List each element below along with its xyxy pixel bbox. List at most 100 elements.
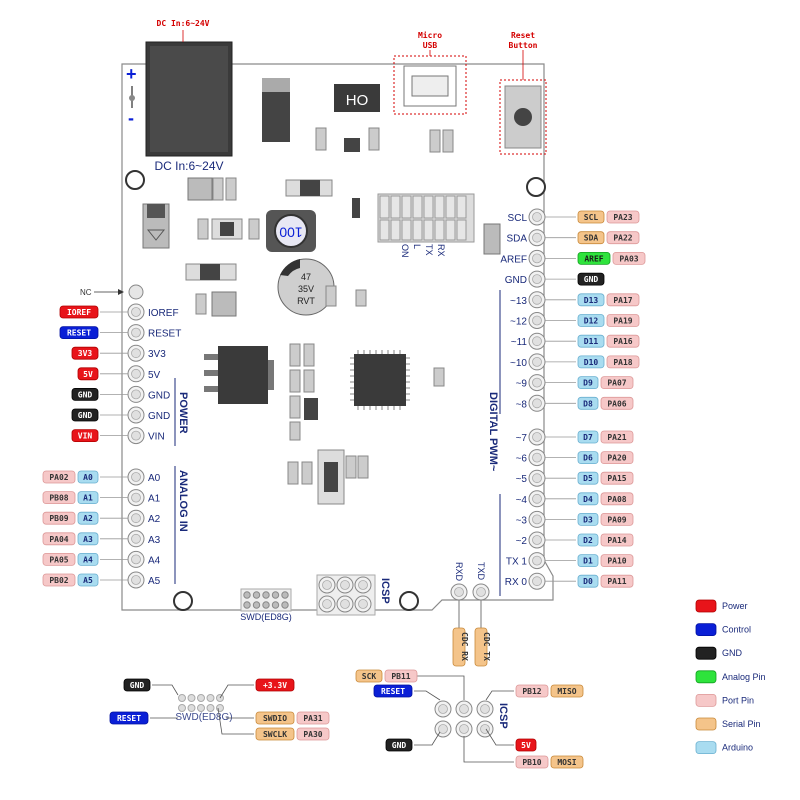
legend-label: GND (722, 648, 743, 658)
pin-tag-label: A1 (83, 494, 93, 503)
swd-detail-pin (178, 704, 186, 712)
legend-swatch (695, 599, 717, 613)
pin-tag-label: +3.3V (263, 681, 287, 690)
pin-tag-control: RESET (109, 711, 149, 725)
dc-in-callout: DC In:6~24V (157, 19, 210, 28)
board-pin-label: ~4 (516, 495, 528, 506)
pin-tag-port: PA15 (600, 471, 634, 485)
header-pin-hole (532, 212, 542, 222)
pin-tag-label: PA08 (607, 495, 626, 504)
header-pin-hole (532, 452, 542, 463)
pin-tag-label: SCL (584, 213, 599, 222)
pin-tag-arduino: D8 (577, 396, 599, 410)
header-pin-hole (532, 274, 542, 285)
pin-tag-port: PA31 (296, 711, 330, 725)
header-pin-hole (532, 535, 542, 545)
board-pin-label: SDA (506, 234, 527, 245)
header-pin-hole (131, 492, 141, 503)
swd-detail-pin (216, 704, 224, 712)
legend-label: Power (722, 601, 748, 611)
header-pin-hole (454, 587, 464, 597)
pin-tag-serial: MOSI (550, 755, 584, 769)
pin-tag-label: RESET (117, 714, 141, 723)
header-pin-hole (131, 533, 141, 544)
pin-tag-label: A3 (83, 535, 93, 544)
swd-detail-pin (187, 704, 196, 712)
pin-tag-label: A4 (83, 555, 93, 564)
pin-tag-label: MOSI (557, 758, 576, 767)
board-pin-label: A4 (148, 555, 161, 566)
header-pin-hole (131, 348, 141, 359)
pin-tag-gnd: GND (71, 387, 99, 401)
swd-detail-pin (197, 694, 205, 702)
pin-tag-gnd: GND (71, 408, 99, 422)
header-pin-hole (476, 587, 486, 597)
header-pin-hole (322, 599, 332, 609)
pin-tag-label: VIN (78, 432, 93, 441)
board-pin-label: A2 (148, 514, 161, 525)
pin-tag-label: PA02 (49, 473, 68, 482)
legend-item: Serial Pin (695, 717, 761, 731)
pin-tag-port: PA05 (42, 553, 76, 566)
board-pin-label: TX 1 (506, 557, 528, 568)
led-label: L (412, 244, 422, 249)
pin-tag-label: A0 (83, 473, 93, 482)
pin-tag-port: PA18 (606, 355, 640, 369)
pin-tag-label: D4 (583, 495, 593, 504)
pin-tag-port: PA06 (600, 396, 634, 410)
pin-tag-label: D11 (584, 337, 599, 346)
pin-tag-label: SCK (362, 672, 377, 681)
pin-tag-label: D5 (583, 474, 593, 483)
pin-tag-arduino: D7 (577, 430, 599, 444)
board-pin-label: VIN (148, 432, 165, 443)
pin-tag-label: PB12 (522, 687, 541, 696)
pin-tag-port: PB09 (42, 511, 76, 525)
icsp-board-label: ICSP (379, 578, 391, 604)
nc-label: NC (80, 288, 92, 297)
swd-pin (281, 601, 289, 609)
swd-pin (243, 601, 251, 609)
rxd-label: RXD (454, 562, 464, 582)
legend-swatch (695, 741, 717, 754)
pin-tag-port: PA11 (600, 574, 634, 588)
pin-tag-arduino: D9 (577, 376, 599, 390)
pin-tag-label: GND (78, 390, 93, 399)
pin-tag-label: PA17 (613, 296, 632, 305)
board-pin-label: ~7 (516, 433, 528, 444)
header-pin-hole (131, 389, 141, 400)
header-pin-hole (340, 580, 350, 590)
board-pin-label: GND (505, 275, 527, 286)
pin-tag-arduino: D5 (577, 471, 599, 485)
ldo-regulator (218, 346, 268, 404)
pin-tag-label: PA14 (607, 536, 626, 545)
pin-tag-port: PB12 (515, 684, 549, 698)
pin-tag-control: RESET (59, 326, 99, 340)
pin-tag-arduino: D13 (577, 293, 605, 307)
legend-label: Analog Pin (722, 672, 766, 682)
pin-tag-arduino: D6 (577, 451, 599, 465)
header-pin-hole (532, 377, 542, 388)
pin-tag-label: 5V (521, 741, 531, 750)
header-pin-hole (459, 704, 469, 714)
pin-tag-port: PA22 (606, 231, 640, 245)
mount-hole (526, 177, 546, 197)
pin-tag-label: PB02 (49, 576, 68, 585)
pin-tag-label: PB08 (49, 494, 68, 503)
pin-tag-port: PB08 (42, 491, 76, 505)
board-pin-label: RX 0 (505, 577, 528, 588)
pin-tag-serial: SCL (577, 210, 605, 224)
pin-tag-arduino: A2 (77, 511, 99, 525)
pin-tag-label: PA21 (607, 433, 626, 442)
board-pin-label: 5V (148, 370, 161, 381)
pin-tag-label: PA05 (49, 555, 68, 564)
pin-tag-label: PA07 (607, 379, 626, 388)
pin-tag-label: PA06 (607, 399, 626, 408)
pin-tag-arduino: A1 (77, 491, 99, 505)
uart-tag-label: CDC RX (460, 632, 469, 661)
pin-tag-label: D6 (583, 454, 593, 463)
uart-tag: CDC RX (452, 627, 469, 667)
board-pin-label: IOREF (148, 308, 179, 319)
swd-pin (281, 591, 289, 599)
